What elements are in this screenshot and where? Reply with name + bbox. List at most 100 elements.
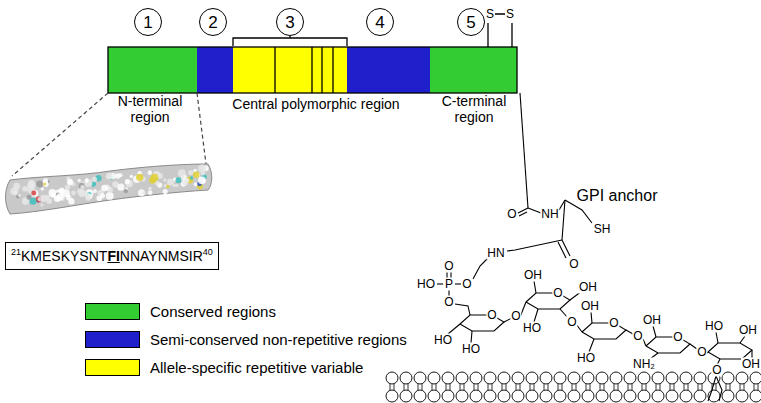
- atom-label: SH: [593, 223, 612, 236]
- surface-dot: [38, 197, 42, 201]
- lipid-head: [638, 390, 650, 402]
- surface-dot: [22, 186, 28, 192]
- atom-label: O: [566, 316, 577, 329]
- sequence-box: 21KMESKYSNTFINNAYNMSIR40: [5, 242, 219, 270]
- region-label: C-terminal region: [434, 93, 514, 125]
- atom-label: NH₂: [632, 358, 656, 371]
- atom-label: O: [711, 364, 722, 377]
- surface-dot: [198, 164, 206, 172]
- atom-label: O: [552, 287, 563, 300]
- atom-label: OH: [578, 281, 598, 294]
- lipid-head: [428, 372, 440, 384]
- surface-dot: [193, 171, 200, 178]
- atom-label: O: [506, 208, 517, 221]
- surface-texture: [10, 164, 208, 206]
- repeat-dividers: [275, 47, 333, 93]
- surface-dot: [71, 191, 76, 196]
- chemical-bond: [653, 326, 656, 337]
- lipid-head: [414, 372, 426, 384]
- surface-dot: [173, 184, 176, 187]
- atom-label: P: [444, 278, 454, 291]
- chemical-bond: [589, 339, 594, 352]
- lipid-head: [554, 372, 566, 384]
- lipid-head: [736, 372, 748, 384]
- surface-dot: [167, 179, 174, 186]
- surface-dot: [198, 176, 206, 184]
- callout-number: 1: [134, 8, 162, 36]
- surface-dot: [147, 170, 152, 175]
- chemical-bond: [448, 324, 460, 334]
- chemical-bond: [455, 283, 461, 284]
- surface-dot: [40, 187, 44, 191]
- lipid-head: [610, 372, 622, 384]
- sulfur-atom: S: [485, 8, 495, 21]
- chemical-bond: [534, 281, 536, 293]
- surface-dot: [148, 187, 152, 191]
- surface-dot: [201, 171, 205, 175]
- surface-dot: [194, 182, 198, 186]
- legend-text: Allele-specific repetitive variable: [150, 359, 363, 376]
- atom-label: O: [608, 317, 619, 330]
- atom-label: HO: [416, 278, 436, 291]
- surface-dot: [32, 190, 39, 197]
- lipid-head: [470, 390, 482, 402]
- chemical-bond: [558, 242, 566, 258]
- atom-label: HO: [461, 343, 481, 356]
- atom-label: O: [510, 310, 521, 323]
- surface-dot: [18, 194, 21, 197]
- callout-number-text: 3: [285, 14, 294, 31]
- chemical-bond: [534, 309, 538, 322]
- atom-label: HO: [522, 322, 542, 335]
- surface-dot: [10, 187, 18, 195]
- chemical-bond: [520, 93, 528, 208]
- surface-dot: [100, 193, 105, 198]
- atom-label: O: [443, 260, 454, 273]
- surface-dot: [29, 198, 36, 205]
- lipid-head: [512, 372, 524, 384]
- surface-dot: [117, 184, 124, 191]
- repetitive-region: [233, 47, 347, 93]
- lipid-head: [652, 390, 664, 402]
- surface-dot: [51, 193, 56, 198]
- lipid-head: [638, 372, 650, 384]
- lipid-head: [428, 390, 440, 402]
- lipid-head: [652, 372, 664, 384]
- chemical-bond: [716, 376, 722, 401]
- lipid-head: [694, 390, 706, 402]
- conserved-region: [108, 47, 197, 93]
- lipid-head: [484, 372, 496, 384]
- surface-dot: [46, 198, 52, 204]
- residue-number: 40: [203, 247, 213, 257]
- semi-conserved-region: [197, 47, 233, 93]
- surface-dot: [92, 177, 97, 182]
- chemical-bond: [740, 336, 745, 343]
- lipid-head: [484, 390, 496, 402]
- legend-swatch: [85, 359, 140, 376]
- legend-text: Conserved regions: [150, 303, 276, 320]
- lipid-head: [722, 390, 734, 402]
- lipid-head: [442, 390, 454, 402]
- lipid-head: [526, 390, 538, 402]
- lipid-head: [582, 372, 594, 384]
- surface-dot: [77, 189, 83, 195]
- residue-number: 21: [11, 247, 21, 257]
- lipid-head: [386, 390, 398, 402]
- atom-label: O: [568, 258, 579, 271]
- atom-label: HO: [433, 334, 453, 347]
- lipid-head: [666, 372, 678, 384]
- callout-number-text: 4: [375, 14, 384, 31]
- surface-dot: [138, 189, 145, 196]
- lipid-head: [568, 372, 580, 384]
- sequence-text: KMESKYSNT: [21, 248, 107, 264]
- surface-dot: [28, 181, 35, 188]
- surface-dot: [49, 189, 57, 197]
- callout-number: 4: [366, 8, 394, 36]
- chemical-bond: [473, 258, 488, 279]
- protein-bar-outline: [108, 47, 517, 93]
- chemical-bond: [519, 212, 527, 216]
- lipid-head: [498, 390, 510, 402]
- surface-dot: [62, 189, 70, 197]
- chemical-bond: [562, 200, 565, 240]
- lipid-head: [540, 372, 552, 384]
- surface-dot: [130, 175, 133, 178]
